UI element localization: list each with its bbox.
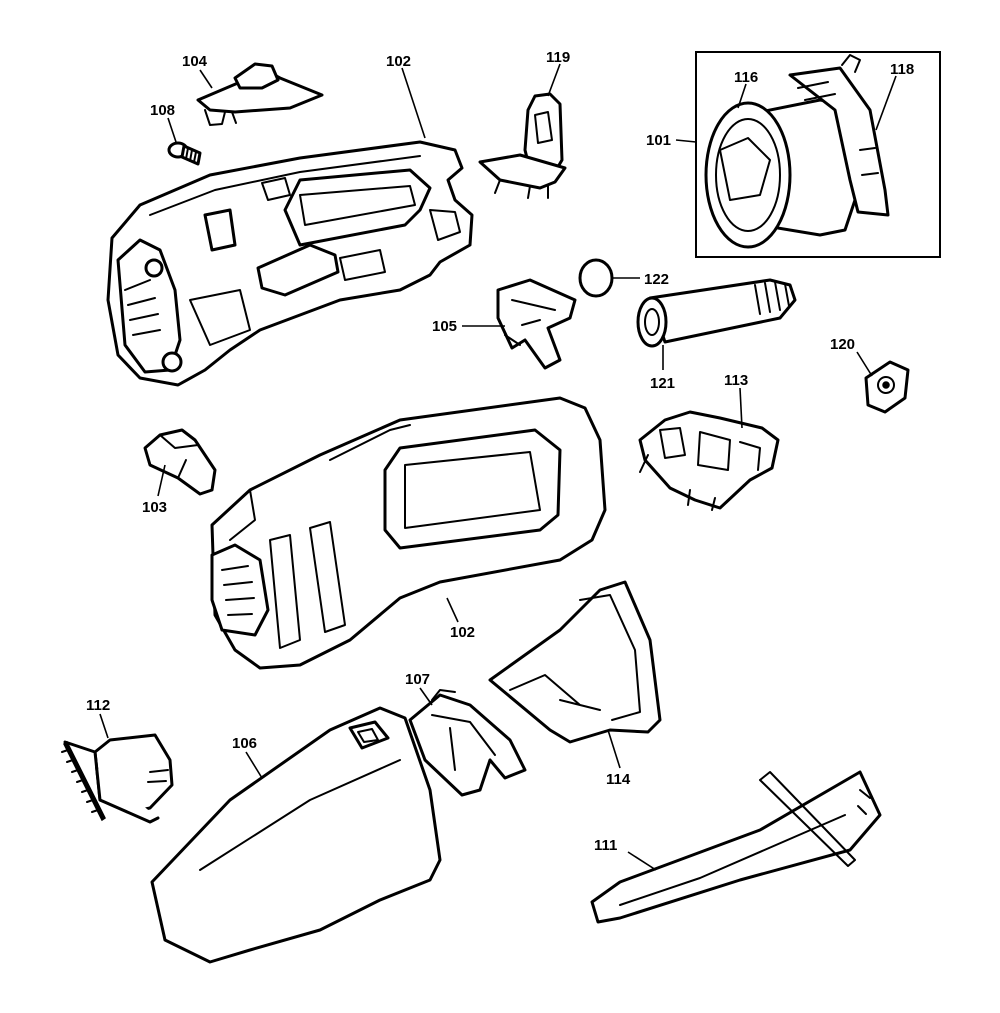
- callout-108: 108: [150, 102, 175, 119]
- part-103-switch-actuator: [143, 428, 217, 496]
- callout-103: 103: [142, 499, 167, 516]
- callout-120: 120: [830, 336, 855, 353]
- part-102-housing-half-upper: [106, 140, 474, 387]
- part-120-clip: [864, 360, 910, 414]
- part-105-bracket: [496, 278, 577, 370]
- part-122-cap: [578, 258, 614, 298]
- callout-111: 111: [594, 837, 617, 854]
- callout-116: 116: [734, 69, 758, 86]
- callout-102-top: 102: [386, 53, 411, 70]
- part-112-brush-tool: [61, 733, 174, 824]
- part-114-nozzle: [488, 580, 662, 744]
- callout-114: 114: [606, 771, 631, 788]
- part-106-dust-bowl: [150, 706, 442, 964]
- callout-105: 105: [432, 318, 457, 335]
- part-102-housing-half-lower: [210, 396, 607, 670]
- callout-104: 104: [182, 53, 208, 70]
- callout-122: 122: [644, 271, 669, 288]
- part-111-crevice-tool: [590, 770, 882, 924]
- callout-labels: 104 102 119 108 116 118 101 122 105 120 …: [86, 49, 914, 854]
- part-104-switch-button: [196, 62, 324, 126]
- part-119-latch: [478, 92, 567, 199]
- part-108-screw: [167, 141, 202, 166]
- callout-121: 121: [650, 375, 675, 392]
- part-101-motor-assembly: [695, 51, 941, 258]
- callout-113: 113: [724, 372, 748, 389]
- part-113-switch-housing: [638, 410, 780, 511]
- callout-106: 106: [232, 735, 257, 752]
- callout-107: 107: [405, 671, 430, 688]
- callout-119: 119: [546, 49, 570, 66]
- callout-112: 112: [86, 697, 110, 714]
- part-121-filter-tube: [636, 278, 797, 348]
- callout-118: 118: [890, 61, 914, 78]
- callout-101: 101: [646, 132, 671, 149]
- callout-102-bottom: 102: [450, 624, 475, 641]
- part-107-filter-frame: [408, 689, 527, 797]
- leader-lines: [99, 63, 897, 871]
- motor-assembly-frame: [695, 51, 941, 258]
